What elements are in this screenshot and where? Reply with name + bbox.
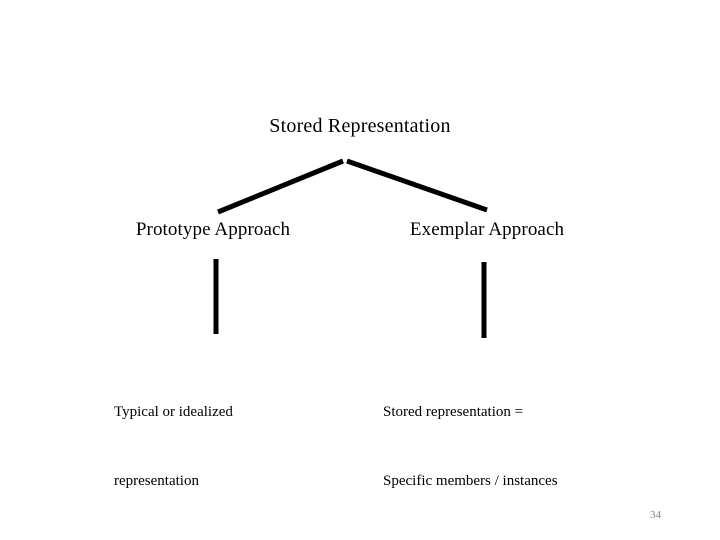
- root-node-label: Stored Representation: [269, 115, 451, 137]
- branch-node-exemplar-approach: Exemplar Approach: [409, 219, 565, 240]
- leaf-line: Stored representation =: [383, 404, 524, 420]
- leaf-line: representation: [114, 473, 199, 489]
- page-number: 34: [650, 509, 661, 521]
- leaf-node-exemplar-detail: Stored representation = Specific members…: [383, 355, 653, 539]
- leaf-line: Typical or idealized: [114, 404, 233, 420]
- connector-right-diagonal: [346, 158, 488, 213]
- connector-left-diagonal: [217, 158, 344, 215]
- branch-node-prototype-approach: Prototype Approach: [135, 219, 291, 240]
- leaf-node-prototype-detail: Typical or idealized representation: [114, 355, 364, 539]
- leaf-line: Specific members / instances: [383, 473, 558, 489]
